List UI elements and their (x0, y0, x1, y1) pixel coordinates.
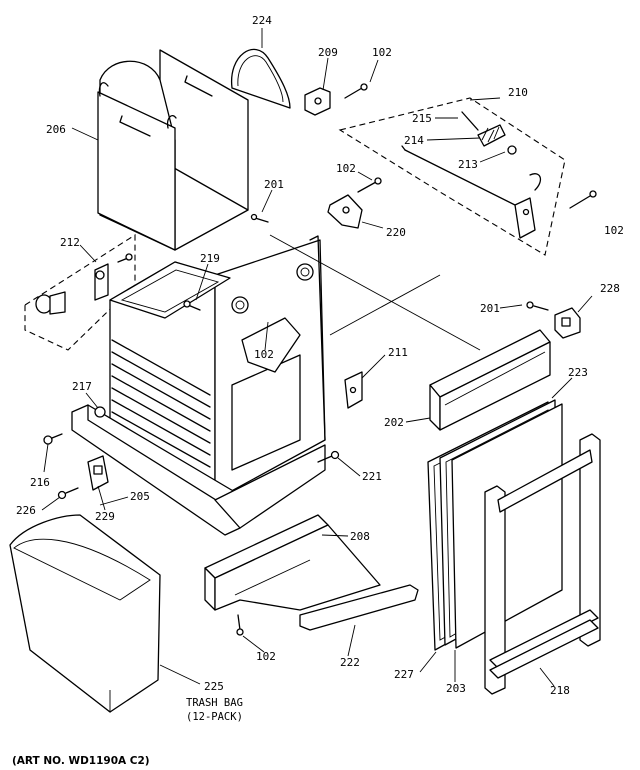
bracket-209 (304, 87, 331, 116)
callout-210: 210 (508, 86, 528, 99)
callout-216: 216 (30, 476, 50, 489)
assembly-212 (24, 233, 136, 351)
trash-bag-caption-line1: TRASH BAG (186, 697, 243, 709)
callout-102: 102 (336, 162, 356, 175)
drawer-handle-222 (299, 584, 419, 631)
callout-223: 223 (568, 366, 588, 379)
assembly-210 (338, 97, 566, 256)
callout-219: 219 (200, 252, 220, 265)
callout-214: 214 (404, 134, 424, 147)
callout-218: 218 (550, 684, 570, 697)
door-panel-203 (451, 403, 563, 649)
callout-102: 102 (254, 348, 274, 361)
callout-205: 205 (130, 490, 150, 503)
callout-102: 102 (372, 46, 392, 59)
callout-labels: 224 209 102 206 210 215 214 213 201 102 … (16, 14, 624, 697)
callout-211: 211 (388, 346, 408, 359)
bolt-217 (94, 406, 106, 418)
callout-225: 225 (204, 680, 224, 693)
callout-226: 226 (16, 504, 36, 517)
callout-222: 222 (340, 656, 360, 669)
callout-224: 224 (252, 14, 272, 27)
callout-215: 215 (412, 112, 432, 125)
callout-220: 220 (386, 226, 406, 239)
screw-102-mid (357, 177, 382, 193)
leader-lines (41, 28, 593, 687)
screw-216 (43, 433, 63, 445)
callout-202: 202 (384, 416, 404, 429)
callout-228: 228 (600, 282, 620, 295)
cabinet-body (109, 235, 326, 501)
callout-201: 201 (480, 302, 500, 315)
panel-224 (231, 48, 291, 109)
screw-221 (317, 450, 340, 463)
callout-208: 208 (350, 530, 370, 543)
screw-102-top (344, 83, 368, 99)
callout-217: 217 (72, 380, 92, 393)
drawer-208 (204, 514, 381, 611)
trash-bag-225 (9, 514, 161, 713)
bracket-220 (327, 194, 363, 229)
screw-226 (57, 487, 79, 500)
door-frame-218 (484, 433, 601, 695)
screw-201-right (526, 301, 549, 311)
callout-227: 227 (394, 668, 414, 681)
art-number: (ART NO. WD1190A C2) (12, 755, 150, 767)
rail-202 (429, 329, 551, 431)
screw-102-bottom (236, 614, 244, 636)
callout-209: 209 (318, 46, 338, 59)
trash-bag-caption-line2: (12-PACK) (186, 711, 243, 723)
callout-229: 229 (95, 510, 115, 523)
callout-203: 203 (446, 682, 466, 695)
callout-201: 201 (264, 178, 284, 191)
bracket-229 (87, 455, 109, 491)
callout-102: 102 (604, 224, 624, 237)
callout-102: 102 (256, 650, 276, 663)
toe-base-205 (71, 404, 326, 536)
bracket-211 (344, 371, 363, 409)
screw-102-right (569, 190, 597, 209)
callout-206: 206 (46, 123, 66, 136)
screw-219 (183, 300, 201, 311)
callout-221: 221 (362, 470, 382, 483)
callout-213: 213 (458, 158, 478, 171)
bracket-228 (554, 307, 581, 339)
screw-201-left (250, 213, 269, 223)
callout-212: 212 (60, 236, 80, 249)
bag-liner-206 (97, 49, 249, 251)
